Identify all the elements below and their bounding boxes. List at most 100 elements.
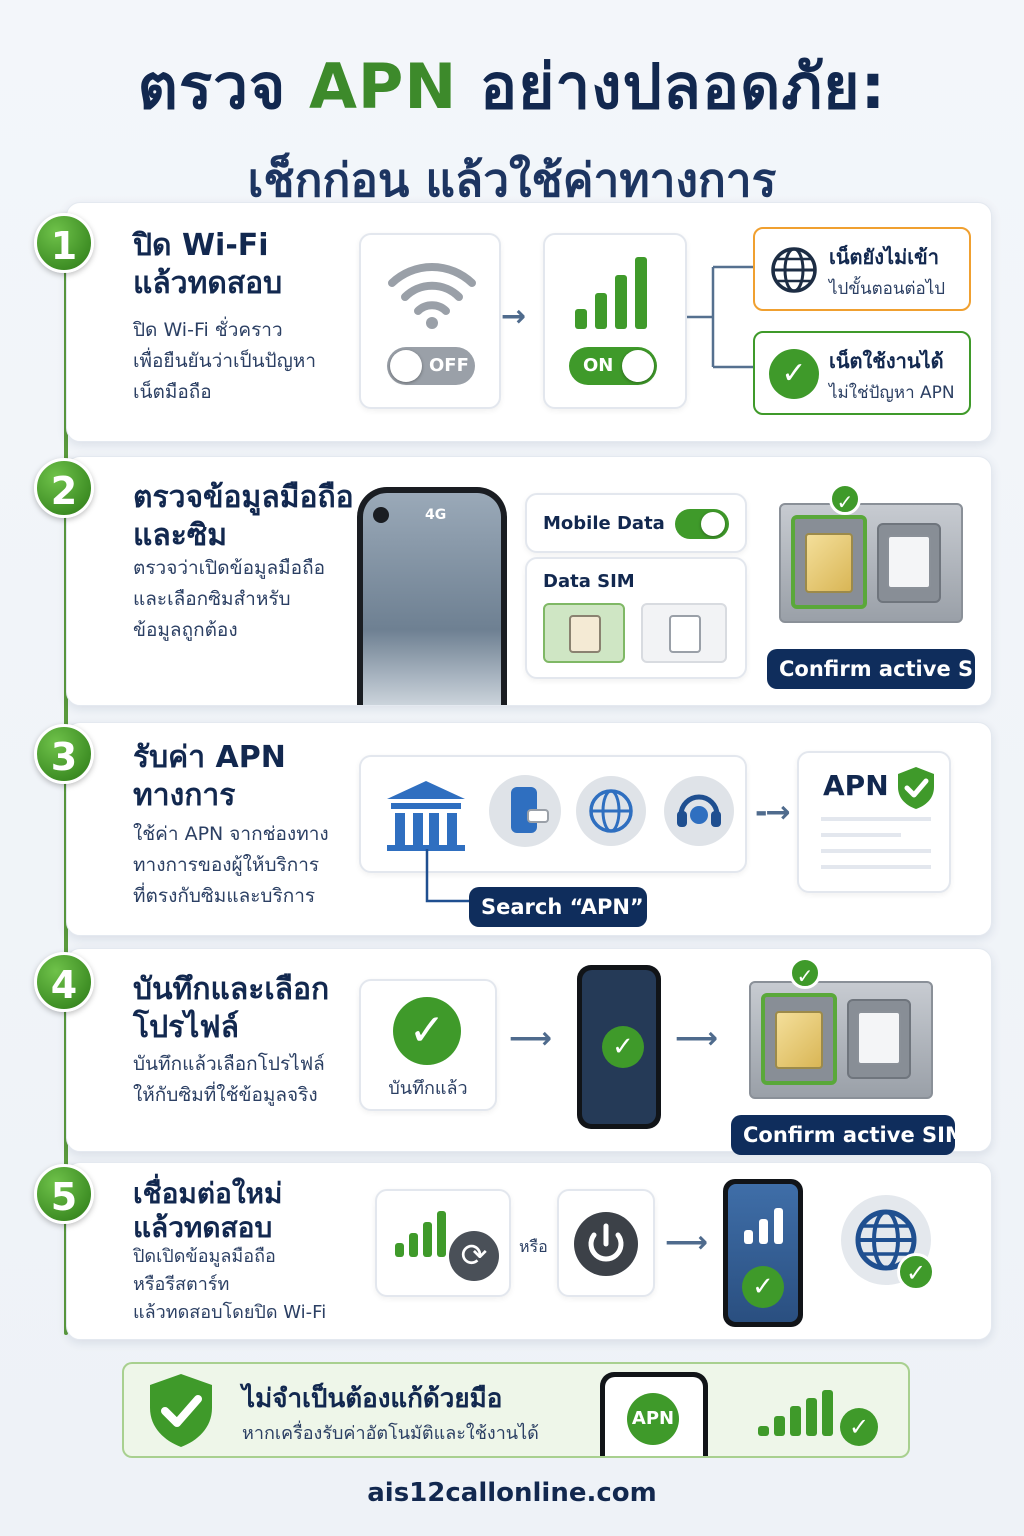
result-fail-line-2: ไปขั้นตอนต่อไป — [829, 279, 946, 299]
arrow-icon: -→ — [755, 795, 791, 830]
sim-card-icon — [569, 615, 601, 653]
step-2-title: ตรวจข้อมูลมือถือ และซิม — [133, 479, 354, 555]
step-4-card: บันทึกและเลือก โปรไฟล์ บันทึกแล้วเลือกโป… — [66, 948, 992, 1155]
step-4-number: 4 — [34, 952, 94, 1012]
data-sim-label: Data SIM — [543, 571, 635, 592]
site-url[interactable]: ais12callonline.com — [367, 1478, 657, 1508]
shield-check-icon — [898, 767, 934, 809]
step-5-number: 5 — [34, 1164, 94, 1224]
title-part-2: อย่างปลอดภัย: — [457, 50, 887, 123]
data-sim-panel: Data SIM — [525, 557, 747, 679]
step-3-title-line-1: รับค่า APN — [133, 740, 286, 775]
step-2-desc-line-3: ข้อมูลถูกต้อง — [133, 619, 238, 641]
signal-bars-icon — [575, 257, 655, 329]
sim-card-selected[interactable] — [543, 603, 625, 663]
phone-icon: APN — [600, 1372, 708, 1456]
step-4-desc: บันทึกแล้วเลือกโปรไฟล์ ให้กับซิมที่ใช้ข้… — [133, 1049, 325, 1111]
toggle-data-tile: ⟳ — [375, 1189, 511, 1297]
step-3-desc-line-3: ที่ตรงกับซิมและบริการ — [133, 885, 316, 907]
check-icon: ✓ — [769, 349, 819, 399]
sim-card-unselected[interactable] — [641, 603, 727, 663]
step-2-desc-line-2: และเลือกซิมสำหรับ — [133, 588, 291, 610]
check-icon: ✓ — [829, 483, 861, 515]
step-1-card: ปิด Wi-Fi แล้วทดสอบ ปิด Wi-Fi ชั่วคราว เ… — [66, 202, 992, 442]
sim-tray-icon: ✓ — [749, 957, 933, 1099]
shield-check-icon — [150, 1374, 212, 1447]
step-2-desc-line-1: ตรวจว่าเปิดข้อมูลมือถือ — [133, 557, 325, 579]
phone-status-4g: 4G — [425, 507, 447, 523]
step-4-desc-line-2: ให้กับซิมที่ใช้ข้อมูลจริง — [133, 1084, 318, 1106]
confirm-active-sim-badge: Confirm active SIM — [767, 649, 991, 689]
step-2-card: ตรวจข้อมูลมือถือ และซิม ตรวจว่าเปิดข้อมู… — [66, 456, 992, 706]
phone-chat-icon — [489, 775, 561, 847]
wifi-tile: OFF — [359, 233, 501, 409]
connector-line — [425, 849, 473, 903]
step-1-title: ปิด Wi-Fi แล้วทดสอบ — [133, 227, 282, 303]
step-5-desc-line-1: ปิดเปิดข้อมูลมือถือ — [133, 1246, 276, 1267]
check-icon: ✓ — [840, 1408, 878, 1446]
step-5-title: เชื่อมต่อใหม่ แล้วทดสอบ — [133, 1177, 282, 1245]
step-4-desc-line-1: บันทึกแล้วเลือกโปรไฟล์ — [133, 1053, 325, 1075]
step-3-desc-line-1: ใช้ค่า APN จากช่องทาง — [133, 823, 329, 845]
result-ok-line-2: ไม่ใช่ปัญหา APN — [829, 383, 955, 403]
phone-icon: 4G — [357, 487, 507, 705]
sim-slot-inactive — [847, 999, 911, 1079]
result-fail-box: เน็ตยังไม่เข้า ไปขั้นตอนต่อไป — [753, 227, 971, 311]
signal-bars-icon — [395, 1211, 451, 1257]
wifi-toggle[interactable]: OFF — [387, 347, 475, 385]
step-3-desc-line-2: ทางการของผู้ให้บริการ — [133, 854, 320, 876]
step-5-desc: ปิดเปิดข้อมูลมือถือ หรือรีสตาร์ท แล้วทดส… — [133, 1243, 326, 1327]
step-5-desc-line-2: หรือรีสตาร์ท — [133, 1274, 230, 1295]
step-2-number: 2 — [34, 458, 94, 518]
apn-document-label: APN — [823, 769, 889, 802]
branch-connector — [687, 265, 753, 369]
step-2-title-line-1: ตรวจข้อมูลมือถือ — [133, 480, 354, 515]
power-icon — [574, 1212, 638, 1276]
cellular-toggle-knob — [622, 350, 654, 382]
step-1-title-line-1: ปิด Wi-Fi — [133, 228, 269, 263]
mobile-data-label: Mobile Data — [543, 513, 665, 534]
mobile-data-row: Mobile Data — [525, 493, 747, 553]
sim-slot-active — [791, 515, 867, 609]
cellular-toggle[interactable]: ON — [569, 347, 657, 385]
cellular-toggle-label: ON — [583, 355, 614, 376]
step-3-card: รับค่า APN ทางการ ใช้ค่า APN จากช่องทาง … — [66, 722, 992, 936]
step-3-title-line-2: ทางการ — [133, 778, 236, 813]
check-icon: ✓ — [742, 1266, 784, 1308]
official-channels-tile — [359, 755, 747, 873]
phone-signal-icon: ✓ — [723, 1179, 803, 1327]
headset-icon — [664, 776, 734, 846]
saved-tile: ✓ บันทึกแล้ว — [359, 979, 497, 1111]
arrow-icon: ⟶ — [665, 1225, 709, 1260]
step-1-desc-line-1: ปิด Wi-Fi ชั่วคราว — [133, 319, 283, 341]
search-apn-badge[interactable]: Search “APN” — [469, 887, 647, 927]
confirm-active-sim-badge: Confirm active SIM — [731, 1115, 966, 1155]
arrow-icon: ⟶ — [509, 1021, 553, 1056]
footer-subtitle: หากเครื่องรับค่าอัตโนมัติและใช้งานได้ — [242, 1423, 539, 1444]
wifi-toggle-knob — [390, 350, 422, 382]
step-3-title: รับค่า APN ทางการ — [133, 739, 286, 815]
page-title: ตรวจ APN อย่างปลอดภัย: — [0, 38, 1024, 136]
globe-check-icon: ✓ — [841, 1195, 935, 1291]
step-2-desc: ตรวจว่าเปิดข้อมูลมือถือ และเลือกซิมสำหรั… — [133, 553, 325, 646]
apn-document-tile: APN — [797, 751, 951, 893]
refresh-icon: ⟳ — [449, 1231, 499, 1281]
signal-bars-icon — [744, 1208, 788, 1244]
mobile-data-toggle[interactable] — [675, 509, 729, 539]
step-4-title-line-2: โปรไฟล์ — [133, 1010, 239, 1045]
check-icon: ✓ — [789, 957, 821, 989]
result-ok-box: ✓ เน็ตใช้งานได้ ไม่ใช่ปัญหา APN — [753, 331, 971, 415]
sim-slot-inactive — [877, 523, 941, 603]
arrow-icon: ⟶ — [675, 1021, 719, 1056]
step-4-title-line-1: บันทึกและเลือก — [133, 972, 330, 1007]
footer-title: ไม่จำเป็นต้องแก้ด้วยมือ — [242, 1384, 503, 1414]
globe-icon — [576, 776, 646, 846]
step-5-desc-line-3: แล้วทดสอบโดยปิด Wi-Fi — [133, 1302, 327, 1323]
result-ok-line-1: เน็ตใช้งานได้ — [829, 349, 944, 373]
step-4-title: บันทึกและเลือก โปรไฟล์ — [133, 971, 329, 1047]
page-subtitle: เช็กก่อน แล้วใช้ค่าทางการ — [247, 153, 777, 207]
signal-bars-icon — [758, 1390, 834, 1436]
apn-badge: APN — [627, 1393, 679, 1445]
step-1-title-line-2: แล้วทดสอบ — [133, 266, 283, 301]
mobile-data-toggle-knob — [701, 512, 725, 536]
